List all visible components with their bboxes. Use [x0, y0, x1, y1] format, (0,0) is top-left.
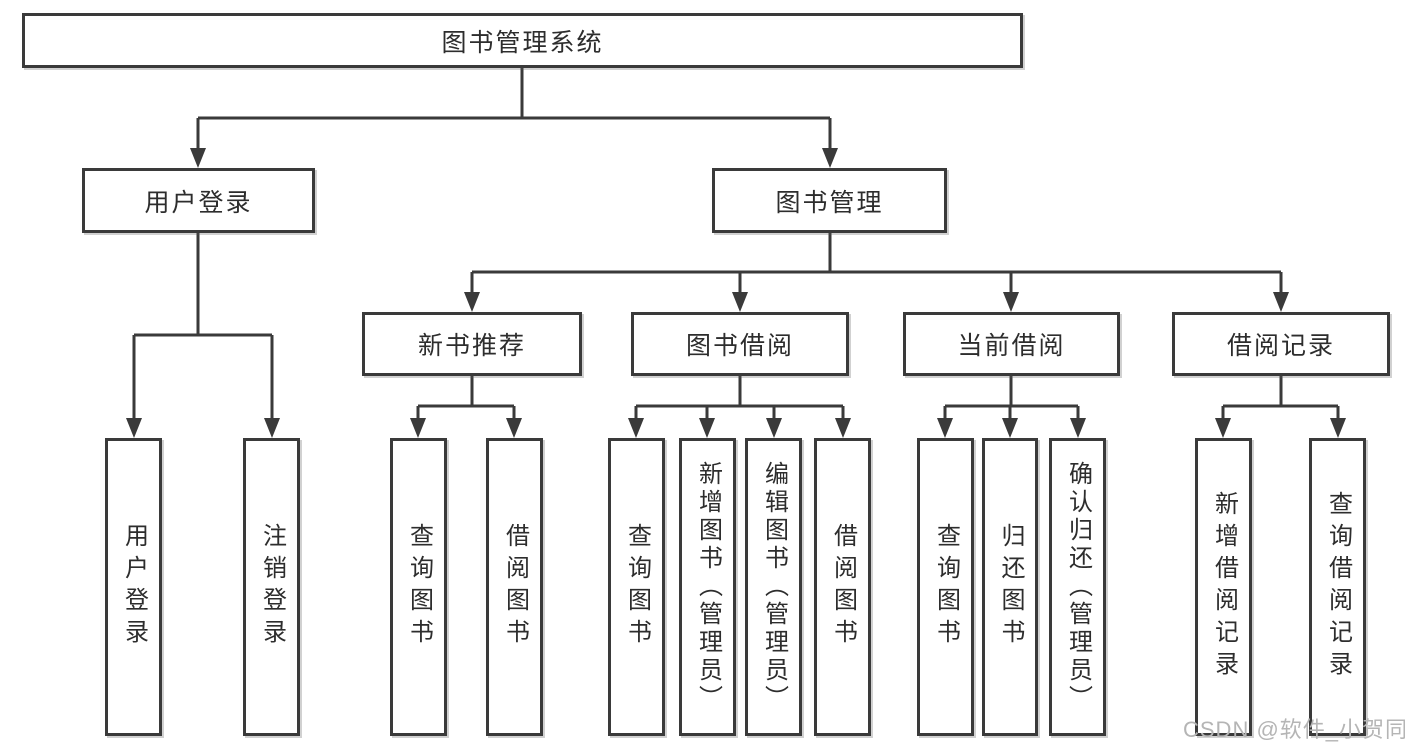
leaf-borrow-query-books-label: 查询图书	[623, 523, 651, 651]
leaf-borrow-borrow-books-label: 借阅图书	[829, 523, 857, 651]
leaf-current-confirm-return-admin: 确认归还（管理员）	[1049, 438, 1106, 736]
node-user-login: 用户登录	[82, 168, 315, 233]
node-current-borrow-label: 当前借阅	[957, 332, 1066, 360]
leaf-logout-login: 注销登录	[243, 438, 300, 736]
node-root-system: 图书管理系统	[22, 13, 1023, 68]
node-borrow-records: 借阅记录	[1172, 312, 1390, 376]
leaf-newrec-query-books-label: 查询图书	[405, 523, 433, 651]
connector-root-to-level2	[190, 68, 838, 168]
node-new-book-recommend: 新书推荐	[362, 312, 582, 376]
leaf-records-add-record-label: 新增借阅记录	[1210, 491, 1238, 683]
node-new-book-recommend-label: 新书推荐	[417, 332, 526, 360]
leaf-current-return-books-label: 归还图书	[997, 523, 1024, 651]
node-book-management: 图书管理	[712, 168, 947, 233]
node-root-system-label: 图书管理系统	[441, 28, 604, 57]
connector-new-book-rec-children	[410, 376, 522, 438]
leaf-current-return-books: 归还图书	[982, 438, 1038, 736]
leaf-newrec-borrow-books: 借阅图书	[486, 438, 543, 736]
leaf-borrow-add-books-admin-label: 新增图书（管理员）	[694, 461, 722, 713]
leaf-borrow-edit-books-admin-label: 编辑图书（管理员）	[760, 461, 788, 713]
leaf-current-confirm-return-admin-label: 确认归还（管理员）	[1064, 461, 1092, 713]
leaf-newrec-borrow-books-label: 借阅图书	[501, 523, 529, 651]
node-book-management-label: 图书管理	[775, 188, 884, 217]
csdn-watermark: CSDN @软件_小贺同学	[1183, 717, 1405, 742]
leaf-user-login: 用户登录	[105, 438, 162, 736]
connector-user-login-children	[126, 233, 280, 438]
leaf-newrec-query-books: 查询图书	[390, 438, 447, 736]
leaf-current-query-books-label: 查询图书	[932, 523, 960, 651]
leaf-records-add-record: 新增借阅记录	[1195, 438, 1252, 736]
connector-borrow-records-children	[1215, 376, 1346, 438]
connector-current-borrow-children	[937, 376, 1086, 438]
leaf-user-login-label: 用户登录	[120, 523, 148, 651]
node-user-login-label: 用户登录	[144, 188, 253, 217]
node-current-borrow: 当前借阅	[903, 312, 1120, 376]
node-borrow-records-label: 借阅记录	[1226, 332, 1335, 360]
connector-book-borrow-children	[628, 376, 851, 438]
leaf-borrow-edit-books-admin: 编辑图书（管理员）	[745, 438, 802, 736]
connector-book-management-sections	[464, 233, 1289, 312]
leaf-borrow-add-books-admin: 新增图书（管理员）	[679, 438, 736, 736]
leaf-borrow-borrow-books: 借阅图书	[814, 438, 871, 736]
node-book-borrow: 图书借阅	[631, 312, 849, 376]
leaf-records-query-record: 查询借阅记录	[1309, 438, 1366, 736]
node-book-borrow-label: 图书借阅	[685, 332, 794, 360]
leaf-current-query-books: 查询图书	[917, 438, 974, 736]
leaf-records-query-record-label: 查询借阅记录	[1324, 491, 1352, 683]
leaf-logout-login-label: 注销登录	[258, 523, 286, 651]
leaf-borrow-query-books: 查询图书	[608, 438, 665, 736]
